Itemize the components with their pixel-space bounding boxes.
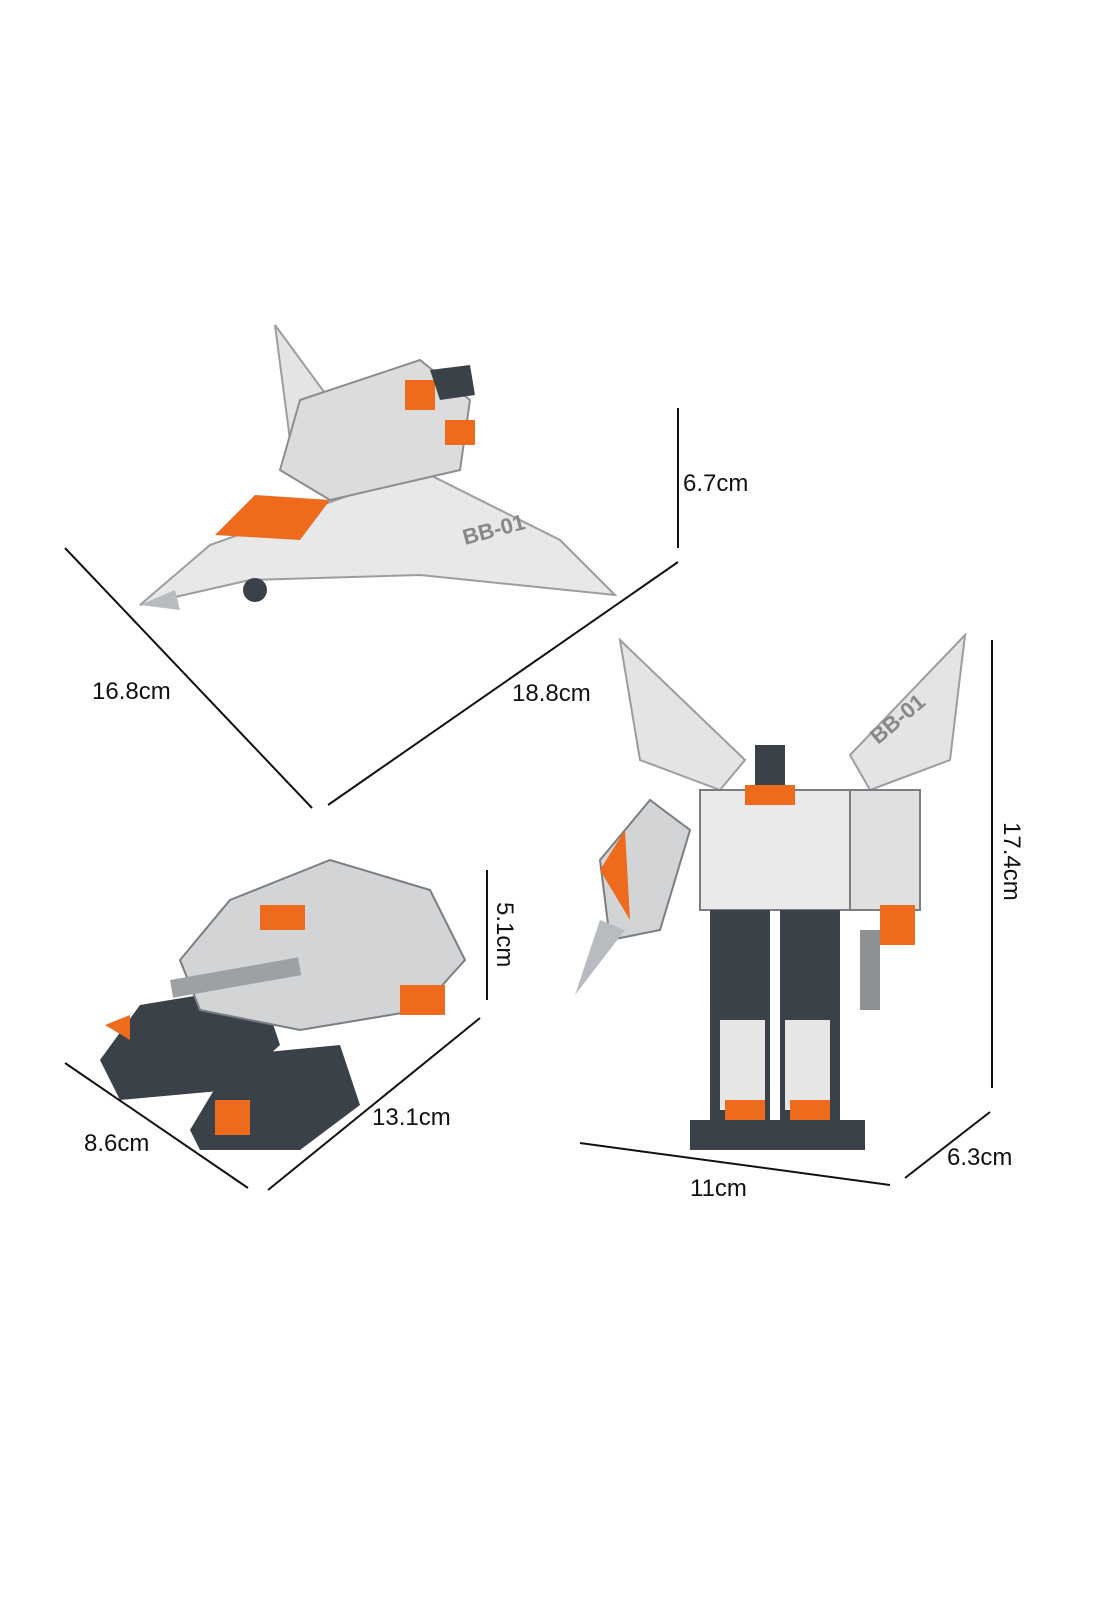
jet-length-line: [327, 561, 679, 806]
jet-height-label: 6.7cm: [683, 470, 749, 497]
robot-width-label: 11cm: [690, 1175, 747, 1202]
dimension-lines: [64, 408, 993, 1191]
jet-depth-line: [64, 547, 313, 809]
tank-length-label: 13.1cm: [372, 1104, 451, 1131]
tank-height-label: 5.1cm: [491, 902, 518, 968]
robot-depth-line: [904, 1111, 991, 1179]
robot-model: BB-01: [575, 632, 967, 1150]
robot-height-label: 17.4cm: [998, 822, 1025, 901]
jet-model: BB-01: [139, 324, 618, 610]
robot-width-line: [579, 1142, 891, 1186]
jet-depth-label: 16.8cm: [92, 678, 171, 705]
tank-length-line: [267, 1017, 481, 1191]
robot-depth-label: 6.3cm: [947, 1144, 1013, 1171]
jet-length-label: 18.8cm: [512, 680, 591, 707]
tank-model: [100, 858, 467, 1150]
tank-depth-line: [64, 1062, 249, 1189]
tank-depth-label: 8.6cm: [84, 1130, 150, 1157]
